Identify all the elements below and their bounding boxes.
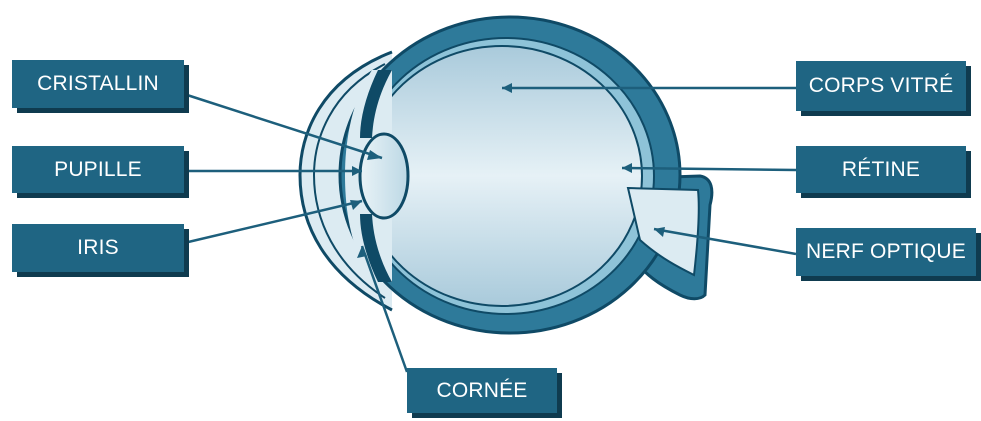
label-cristallin: CRISTALLIN xyxy=(12,60,184,108)
label-pupille: PUPILLE xyxy=(12,146,184,193)
label-nerf-optique: NERF OPTIQUE xyxy=(796,228,976,276)
lens xyxy=(360,134,408,218)
label-retine: RÉTINE xyxy=(796,146,966,193)
label-cornee: CORNÉE xyxy=(407,368,557,413)
label-iris: IRIS xyxy=(12,224,184,272)
label-corps-vitre: CORPS VITRÉ xyxy=(796,61,966,111)
